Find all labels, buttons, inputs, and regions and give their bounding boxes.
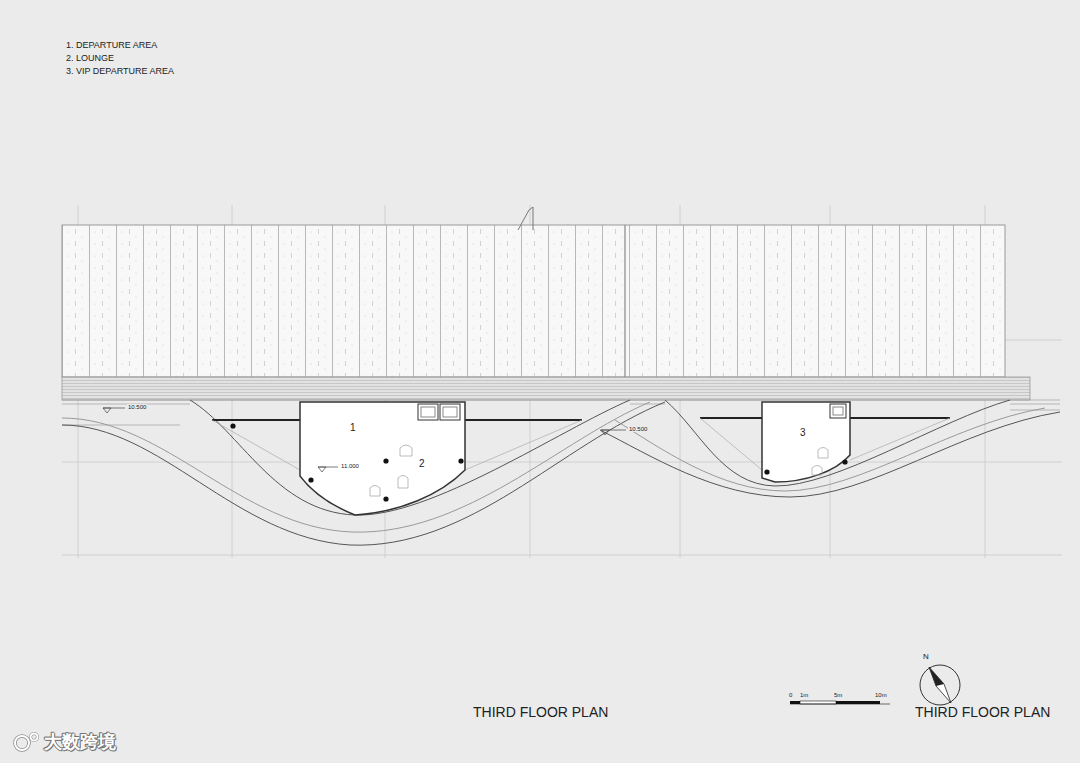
drawing-title: THIRD FLOOR PLAN [915, 705, 1050, 719]
grid-lines [62, 205, 1062, 558]
legend-note: 3. VIP DEPARTURE AREA [66, 67, 174, 76]
legend-note: 2. LOUNGE [66, 54, 114, 63]
level-markers [103, 408, 626, 472]
level-mark: 10.500 [127, 404, 147, 410]
lift-cores [418, 404, 846, 420]
columns [230, 423, 847, 501]
scale-label: 0 [789, 692, 792, 698]
walkway-lines [62, 400, 1060, 425]
terrace-curves [62, 400, 1060, 545]
callout-number: 3 [799, 428, 807, 438]
north-label: N [923, 653, 929, 661]
watermark-logo [15, 734, 38, 751]
corridor-band [62, 377, 1030, 400]
departure-room [300, 402, 465, 515]
furniture [370, 445, 828, 496]
scale-bar [790, 701, 890, 704]
callout-number: 1 [349, 423, 357, 433]
roof-joint [624, 225, 625, 377]
roof-plan [62, 225, 1005, 377]
scale-label: 1m [800, 692, 808, 698]
roof-notch [518, 207, 533, 230]
callout-number: 2 [418, 459, 426, 469]
vip-room [762, 402, 850, 482]
north-arrow [920, 665, 960, 705]
drawing-title: THIRD FLOOR PLAN [473, 705, 608, 719]
watermark: 大数跨境 [44, 733, 116, 751]
level-mark: 10.500 [628, 426, 648, 432]
level-mark: 11.000 [340, 463, 360, 469]
scale-label: 5m [834, 692, 842, 698]
legend-note: 1. DEPARTURE AREA [66, 41, 157, 50]
scale-label: 10m [875, 692, 887, 698]
